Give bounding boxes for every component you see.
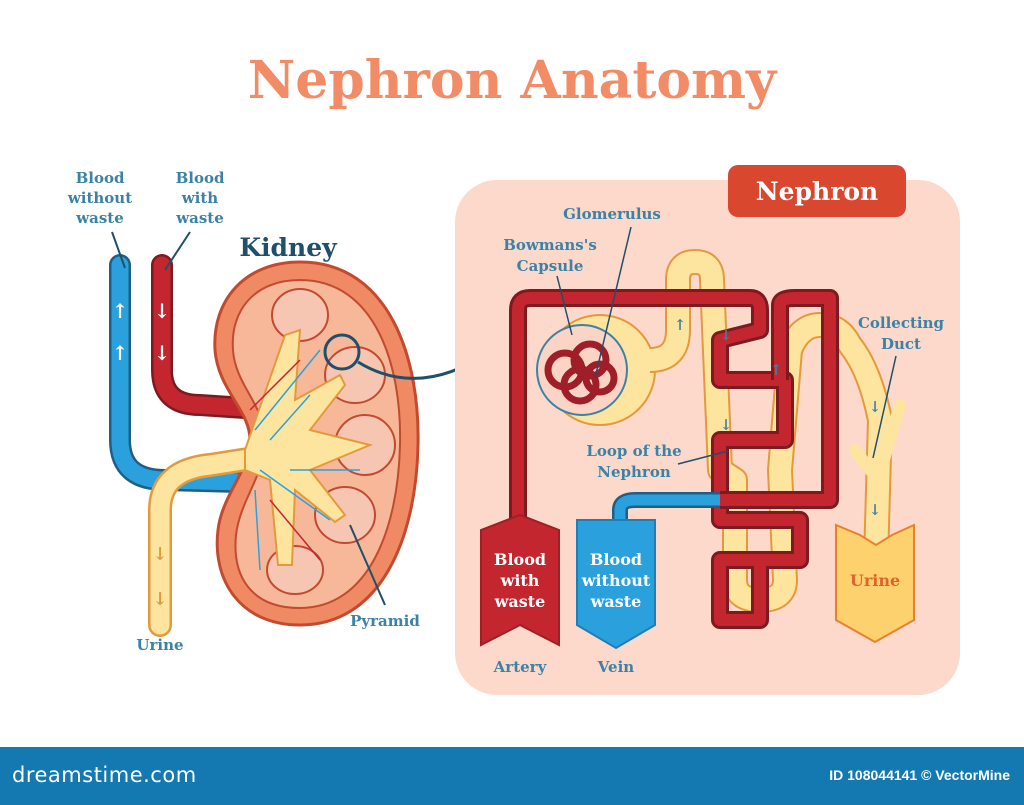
page-title: Nephron Anatomy — [248, 50, 778, 111]
up-arrow-icon: ↑ — [674, 316, 687, 334]
nephron-anatomy-diagram: Nephron Anatomy ↑ ↑ ↓ ↓ ↓ ↓ — [67, 50, 960, 695]
down-arrow-icon: ↓ — [154, 341, 171, 365]
down-arrow-icon: ↓ — [720, 326, 733, 344]
vein-label: Vein — [597, 658, 635, 676]
down-arrow-icon: ↓ — [152, 544, 167, 565]
nephron-heading-box — [728, 165, 906, 217]
vein-banner-text: Blood — [590, 550, 642, 569]
loop-of-nephron-label: Loop of the — [586, 442, 681, 460]
urine-banner-text: Urine — [850, 571, 900, 590]
pyramid-label: Pyramid — [350, 612, 420, 630]
blood-with-waste-label: with — [181, 189, 219, 207]
nephron-heading: Nephron — [756, 177, 878, 206]
artery-banner-text: waste — [494, 592, 546, 611]
image-credit: ID 108044141 © VectorMine — [829, 767, 1010, 783]
up-arrow-icon: ↑ — [770, 361, 783, 379]
down-arrow-icon: ↓ — [720, 416, 733, 434]
artery-banner-text: Blood — [494, 550, 546, 569]
down-arrow-icon: ↓ — [152, 589, 167, 610]
kidney-illustration: ↑ ↑ ↓ ↓ ↓ ↓ — [109, 254, 497, 637]
blood-without-waste-label: waste — [75, 209, 124, 227]
footer-bar: dreamstime.com ID 108044141 © VectorMine — [0, 747, 1024, 805]
kidney-heading: Kidney — [239, 233, 338, 262]
bowmans-capsule-label: Capsule — [517, 257, 584, 275]
collecting-duct-label: Duct — [881, 335, 921, 353]
bowmans-capsule-label: Bowmans's — [503, 236, 597, 254]
up-arrow-icon: ↑ — [112, 341, 129, 365]
nephron-illustration: ↑ ↓ ↓ ↑ ↓ ↓ — [509, 226, 906, 629]
down-arrow-icon: ↓ — [154, 299, 171, 323]
blood-without-waste-label: Blood — [76, 169, 125, 187]
vein-banner-text: waste — [590, 592, 642, 611]
zoom-circle — [323, 333, 361, 371]
vein-banner-text: without — [581, 571, 651, 590]
blood-with-waste-label: Blood — [176, 169, 225, 187]
collecting-duct-label: Collecting — [858, 314, 945, 332]
artery-label: Artery — [493, 658, 548, 676]
urine-label: Urine — [136, 636, 183, 654]
down-arrow-icon: ↓ — [869, 398, 882, 416]
glomerulus-label: Glomerulus — [563, 205, 661, 223]
urine-banner — [835, 523, 915, 644]
vein-banner — [576, 519, 656, 650]
down-arrow-icon: ↓ — [869, 501, 882, 519]
artery-banner — [480, 513, 560, 647]
loop-of-nephron-label: Nephron — [597, 463, 671, 481]
blood-without-waste-label: without — [67, 189, 132, 207]
glomerulus — [544, 340, 618, 405]
up-arrow-icon: ↑ — [112, 299, 129, 323]
blood-with-waste-label: waste — [175, 209, 224, 227]
artery-banner-text: with — [500, 571, 540, 590]
brand-logo[interactable]: dreamstime.com — [12, 763, 197, 787]
